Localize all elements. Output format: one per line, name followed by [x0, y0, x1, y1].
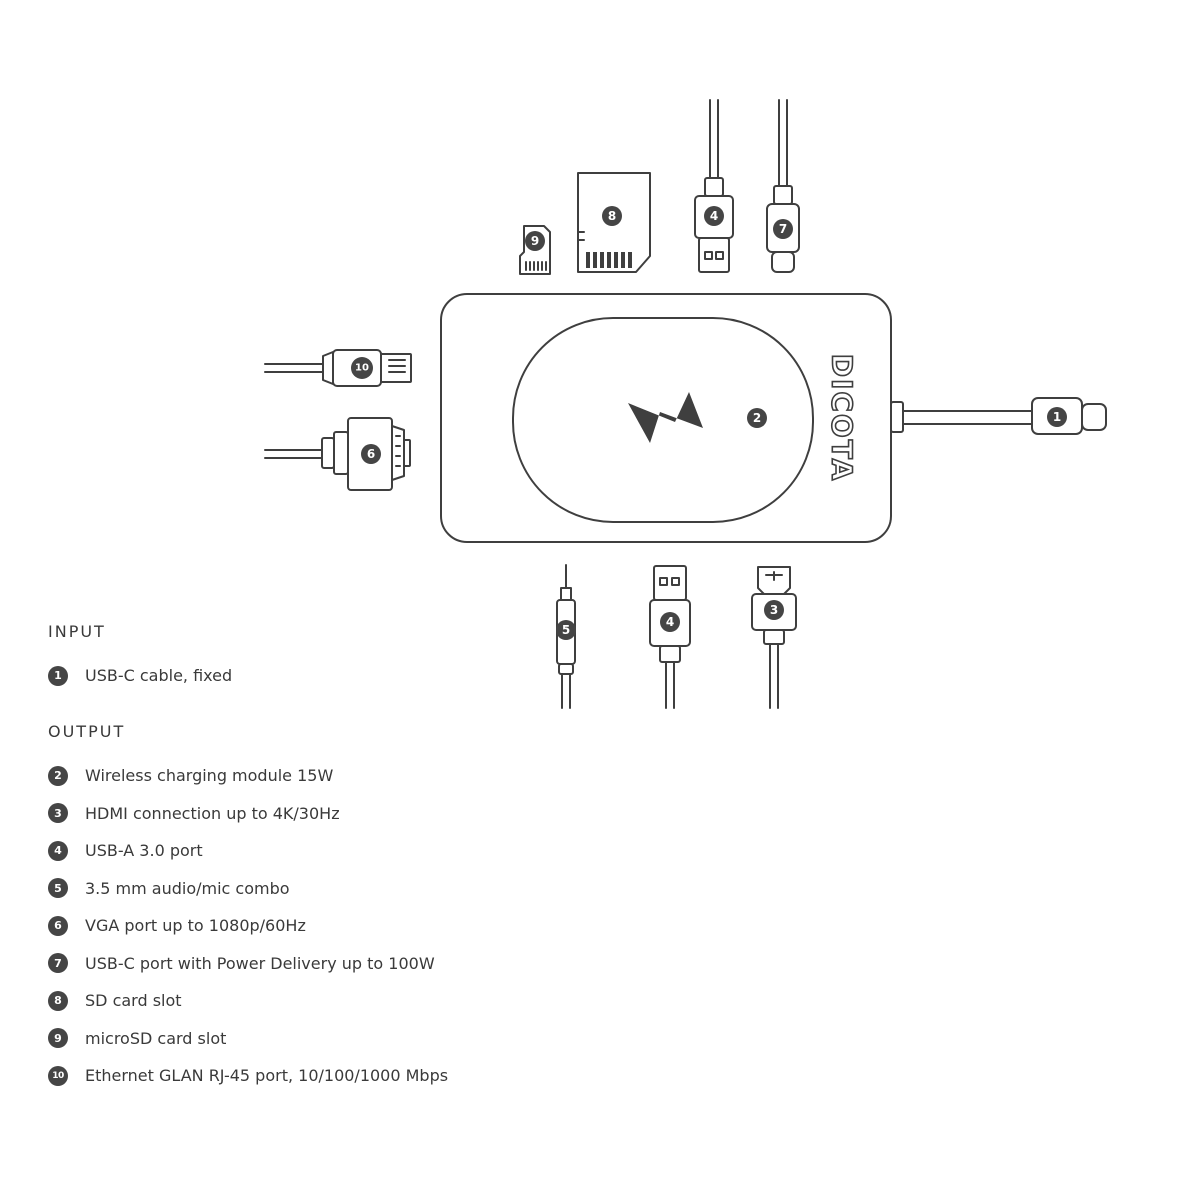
microsd-card: [519, 225, 551, 275]
callout-5: 5: [556, 620, 576, 640]
legend-item: 5 3.5 mm audio/mic combo: [48, 870, 648, 908]
usb-a-plug-bottom: [649, 565, 691, 709]
legend-label: 3.5 mm audio/mic combo: [85, 878, 290, 898]
callout-6: 6: [361, 444, 381, 464]
legend-item: 1 USB-C cable, fixed: [48, 657, 648, 695]
legend-label: Wireless charging module 15W: [85, 766, 334, 786]
legend-number: 1: [48, 665, 68, 686]
charging-pad: [512, 317, 814, 523]
legend-item: 10 Ethernet GLAN RJ-45 port, 10/100/1000…: [48, 1057, 648, 1095]
callout-4-bottom: 4: [660, 612, 680, 632]
callout-1: 1: [1047, 407, 1067, 427]
callout-9: 9: [525, 231, 545, 251]
legend-number: 8: [48, 990, 68, 1011]
legend-number: 2: [48, 765, 68, 786]
hdmi-plug: [751, 566, 797, 709]
svg-text:6: 6: [367, 447, 375, 461]
callout-10: 10: [351, 357, 373, 379]
callout-7: 7: [773, 219, 793, 239]
legend-label: SD card slot: [85, 991, 182, 1011]
legend-label: USB-C port with Power Delivery up to 100…: [85, 953, 435, 973]
svg-text:10: 10: [355, 363, 369, 374]
svg-text:1: 1: [1053, 410, 1061, 424]
input-heading: INPUT: [48, 622, 106, 641]
callout-4-top: 4: [704, 206, 724, 226]
legend-label: Ethernet GLAN RJ-45 port, 10/100/1000 Mb…: [85, 1066, 449, 1086]
output-section: OUTPUT 2 Wireless charging module 15W 3 …: [48, 720, 648, 1095]
legend-label: HDMI connection up to 4K/30Hz: [85, 803, 340, 823]
legend-item: 8 SD card slot: [48, 982, 648, 1020]
callout-3: 3: [764, 600, 784, 620]
legend-number: 3: [48, 803, 68, 824]
legend-label: VGA port up to 1080p/60Hz: [85, 916, 306, 936]
legend-item: 4 USB-A 3.0 port: [48, 832, 648, 870]
legend-number: 10: [48, 1065, 68, 1086]
svg-text:5: 5: [562, 623, 570, 637]
legend-number: 4: [48, 840, 68, 861]
legend-item: 2 Wireless charging module 15W: [48, 757, 648, 795]
vga-plug: [264, 417, 411, 491]
legend-number: 7: [48, 953, 68, 974]
usb-a-plug-top: [694, 99, 734, 273]
svg-text:3: 3: [770, 603, 778, 617]
svg-text:7: 7: [779, 222, 787, 236]
svg-text:4: 4: [710, 209, 718, 223]
callout-8: 8: [602, 206, 622, 226]
svg-text:2: 2: [753, 411, 761, 425]
legend-item: 3 HDMI connection up to 4K/30Hz: [48, 795, 648, 833]
lightning-bolt-icon: [628, 392, 703, 443]
output-heading: OUTPUT: [48, 722, 126, 741]
legend-item: 7 USB-C port with Power Delivery up to 1…: [48, 945, 648, 983]
legend-number: 5: [48, 878, 68, 899]
svg-text:8: 8: [608, 209, 616, 223]
sd-card: [577, 172, 651, 273]
input-section: INPUT 1 USB-C cable, fixed: [48, 620, 648, 695]
ethernet-plug: [264, 349, 412, 387]
svg-text:9: 9: [531, 234, 539, 248]
legend-item: 6 VGA port up to 1080p/60Hz: [48, 907, 648, 945]
legend-label: USB-A 3.0 port: [85, 841, 203, 861]
legend-label: USB-C cable, fixed: [85, 666, 233, 686]
svg-text:4: 4: [666, 615, 674, 629]
brand-logo: DICOTA: [826, 354, 859, 483]
usb-c-cable-connector: [890, 397, 1107, 435]
callout-2: 2: [747, 408, 767, 428]
legend-number: 9: [48, 1028, 68, 1049]
legend-label: microSD card slot: [85, 1028, 227, 1048]
legend-item: 9 microSD card slot: [48, 1020, 648, 1058]
usb-c-plug-top: [766, 99, 800, 273]
legend-number: 6: [48, 915, 68, 936]
